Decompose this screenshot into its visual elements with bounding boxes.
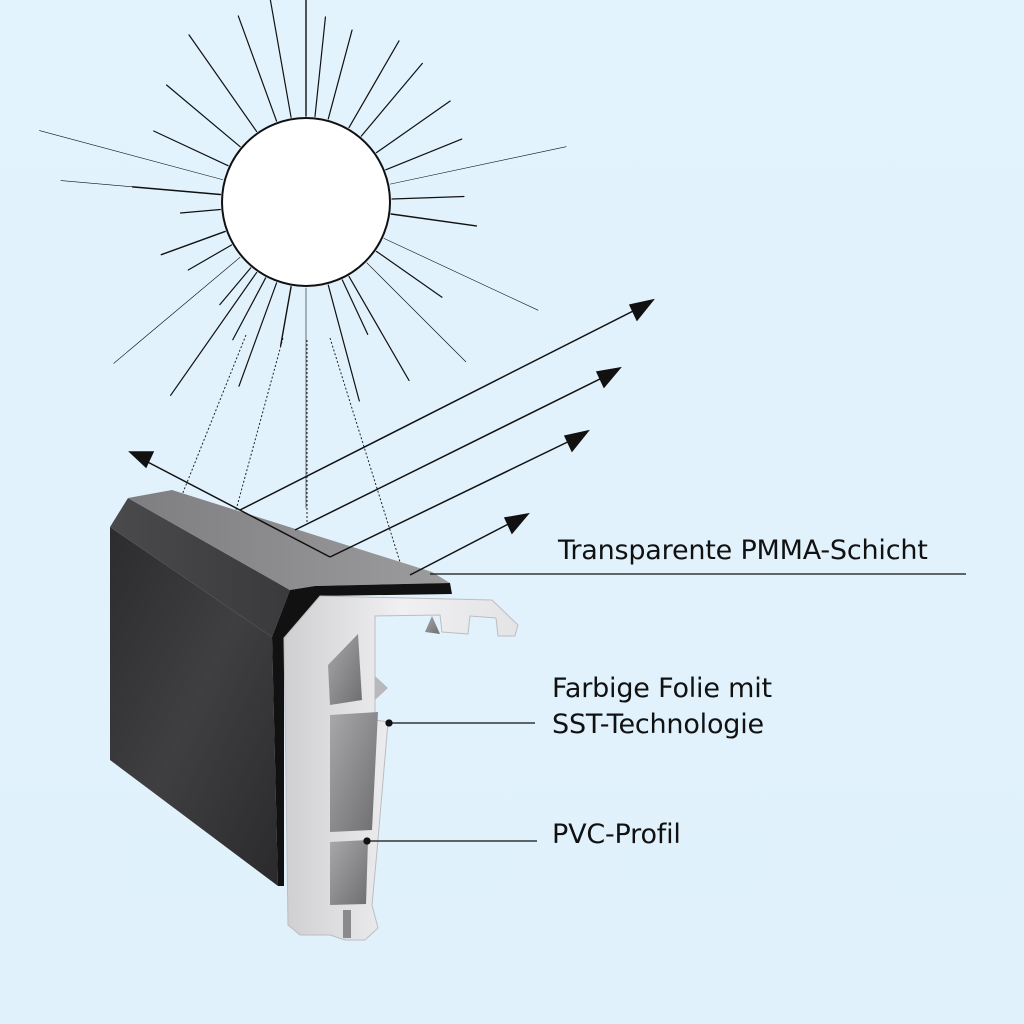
sun-ray (113, 256, 241, 364)
leader-dot (385, 719, 393, 727)
sun-ray (188, 34, 258, 133)
pvc-slot (343, 910, 351, 938)
label-text: PVC-Profil (552, 819, 681, 850)
sun-ray (269, 0, 292, 118)
profile-front-face (110, 527, 278, 886)
window-profile (110, 490, 519, 941)
sun-ray (360, 62, 423, 137)
sun-ray (390, 213, 478, 227)
sun-ray (238, 282, 278, 387)
colored-film (272, 583, 452, 886)
label-text-line1: Farbige Folie mit (552, 673, 772, 704)
pvc-chamber (330, 712, 378, 832)
sun-icon (221, 117, 391, 287)
sun-ray (366, 262, 467, 363)
label-text: Transparente PMMA-Schicht (558, 535, 928, 566)
pvc-chamber (330, 840, 368, 905)
sun-ray (383, 238, 539, 311)
sun-ray (279, 285, 292, 347)
sun-ray (160, 230, 226, 256)
sun-ray (314, 16, 327, 118)
sun-ray (219, 267, 252, 306)
pvc-profile (283, 595, 519, 941)
sun-ray (165, 84, 241, 148)
label-pvc-profile: PVC-Profil (552, 817, 681, 853)
pvc-chamber (425, 616, 440, 634)
sun-ray (389, 146, 567, 185)
sun-ray (237, 15, 278, 122)
reflected-rays (128, 298, 655, 576)
arrow-icon (503, 512, 530, 535)
incoming-ray (235, 337, 284, 511)
label-pmma-layer: Transparente PMMA-Schicht (558, 533, 928, 569)
sun-ray (341, 279, 369, 335)
sun-ray (232, 277, 267, 341)
sun-ray (385, 138, 463, 171)
arrow-icon (628, 298, 655, 322)
arrow-icon (595, 366, 622, 389)
pvc-chamber (328, 634, 362, 705)
label-text-line2: SST-Technologie (552, 709, 764, 740)
pvc-fin (375, 676, 388, 700)
sun-ray (375, 250, 443, 298)
sun-ray (153, 130, 229, 167)
label-colored-film: Farbige Folie mit SST-Technologie (552, 671, 772, 743)
arrow-icon (563, 429, 590, 453)
arrow-icon (128, 451, 155, 469)
sun-ray (179, 208, 221, 214)
profile-bevel (110, 498, 290, 637)
leader-lines (363, 573, 966, 845)
sun-rays (39, 0, 567, 509)
sun-ray (187, 244, 233, 271)
sun-ray (327, 284, 360, 402)
incoming-ray (329, 337, 406, 579)
sun-ray (60, 180, 221, 195)
leader-dot (363, 837, 371, 845)
incoming-ray (179, 334, 247, 501)
incoming-rays (179, 334, 406, 579)
pmma-layer (128, 490, 450, 590)
sun-ray (327, 29, 353, 120)
sun-ray (391, 195, 465, 200)
sun-ray (39, 130, 224, 181)
sun-ray (170, 271, 258, 396)
sun-ray (348, 40, 400, 129)
sun-ray (348, 275, 410, 382)
sun-ray (375, 100, 451, 154)
